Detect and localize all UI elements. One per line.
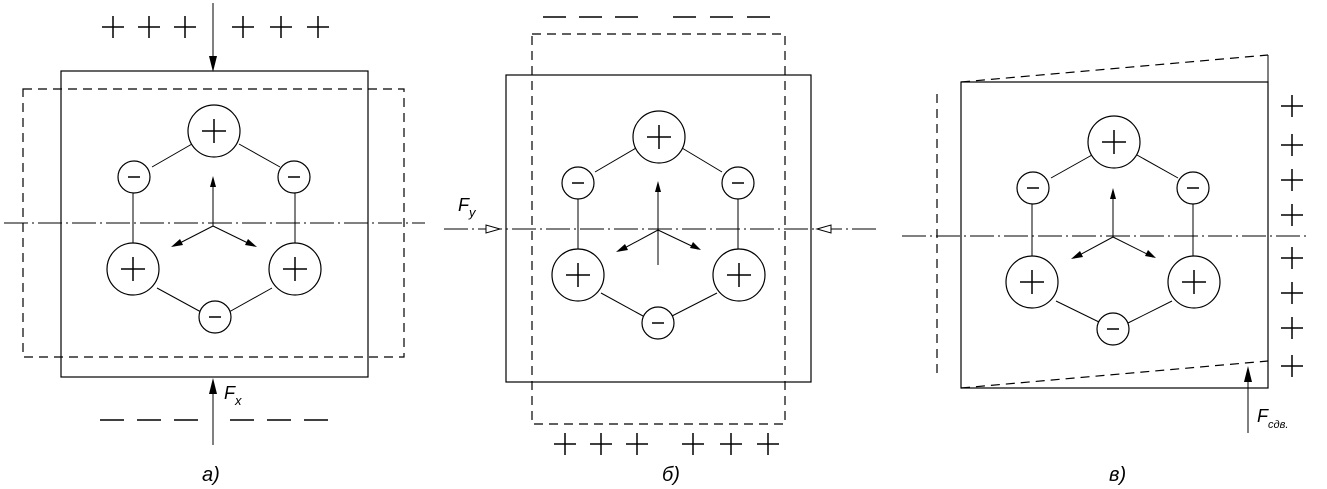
panel-b-left-force-arrow	[485, 224, 502, 234]
panel-c-atoms	[1005, 115, 1221, 346]
panel-c-crystal-solid	[960, 81, 1269, 389]
panel-b-atoms	[551, 110, 766, 340]
panel-c-polarization-vectors	[1071, 188, 1156, 259]
panel-a-bottom-force-arrow	[209, 378, 217, 445]
panel-b-caption: б)	[662, 464, 680, 486]
panel-a-top-charges	[101, 15, 330, 39]
panel-b-force-label: Fy	[458, 195, 477, 220]
panel-b-polarization-vectors	[616, 181, 701, 265]
panel-a-crystal-solid	[60, 70, 369, 378]
panel-b-bonds	[577, 147, 739, 317]
panel-c: Fсдв. в)	[902, 54, 1310, 486]
panel-a-top-force-arrow	[209, 3, 217, 72]
panel-c-bonds	[1031, 154, 1194, 324]
panel-b-crystal-deformed	[531, 33, 786, 425]
panel-b: Fy б)	[444, 16, 877, 486]
panel-a-polarization-vectors	[171, 176, 257, 247]
panel-a-caption: а)	[202, 464, 220, 486]
panel-b-right-force-arrow	[815, 224, 832, 234]
panel-a-bonds	[132, 143, 296, 313]
panel-c-crystal-deformed	[960, 54, 1269, 389]
panel-c-shear-force-arrow	[1244, 366, 1252, 433]
panel-a: Fx а)	[4, 3, 425, 486]
panel-a-force-label: Fx	[224, 383, 242, 408]
panel-c-caption: в)	[1109, 464, 1126, 486]
panel-a-atoms	[106, 104, 322, 334]
panel-b-bottom-charges	[553, 432, 780, 456]
panel-c-force-label: Fсдв.	[1257, 406, 1288, 431]
